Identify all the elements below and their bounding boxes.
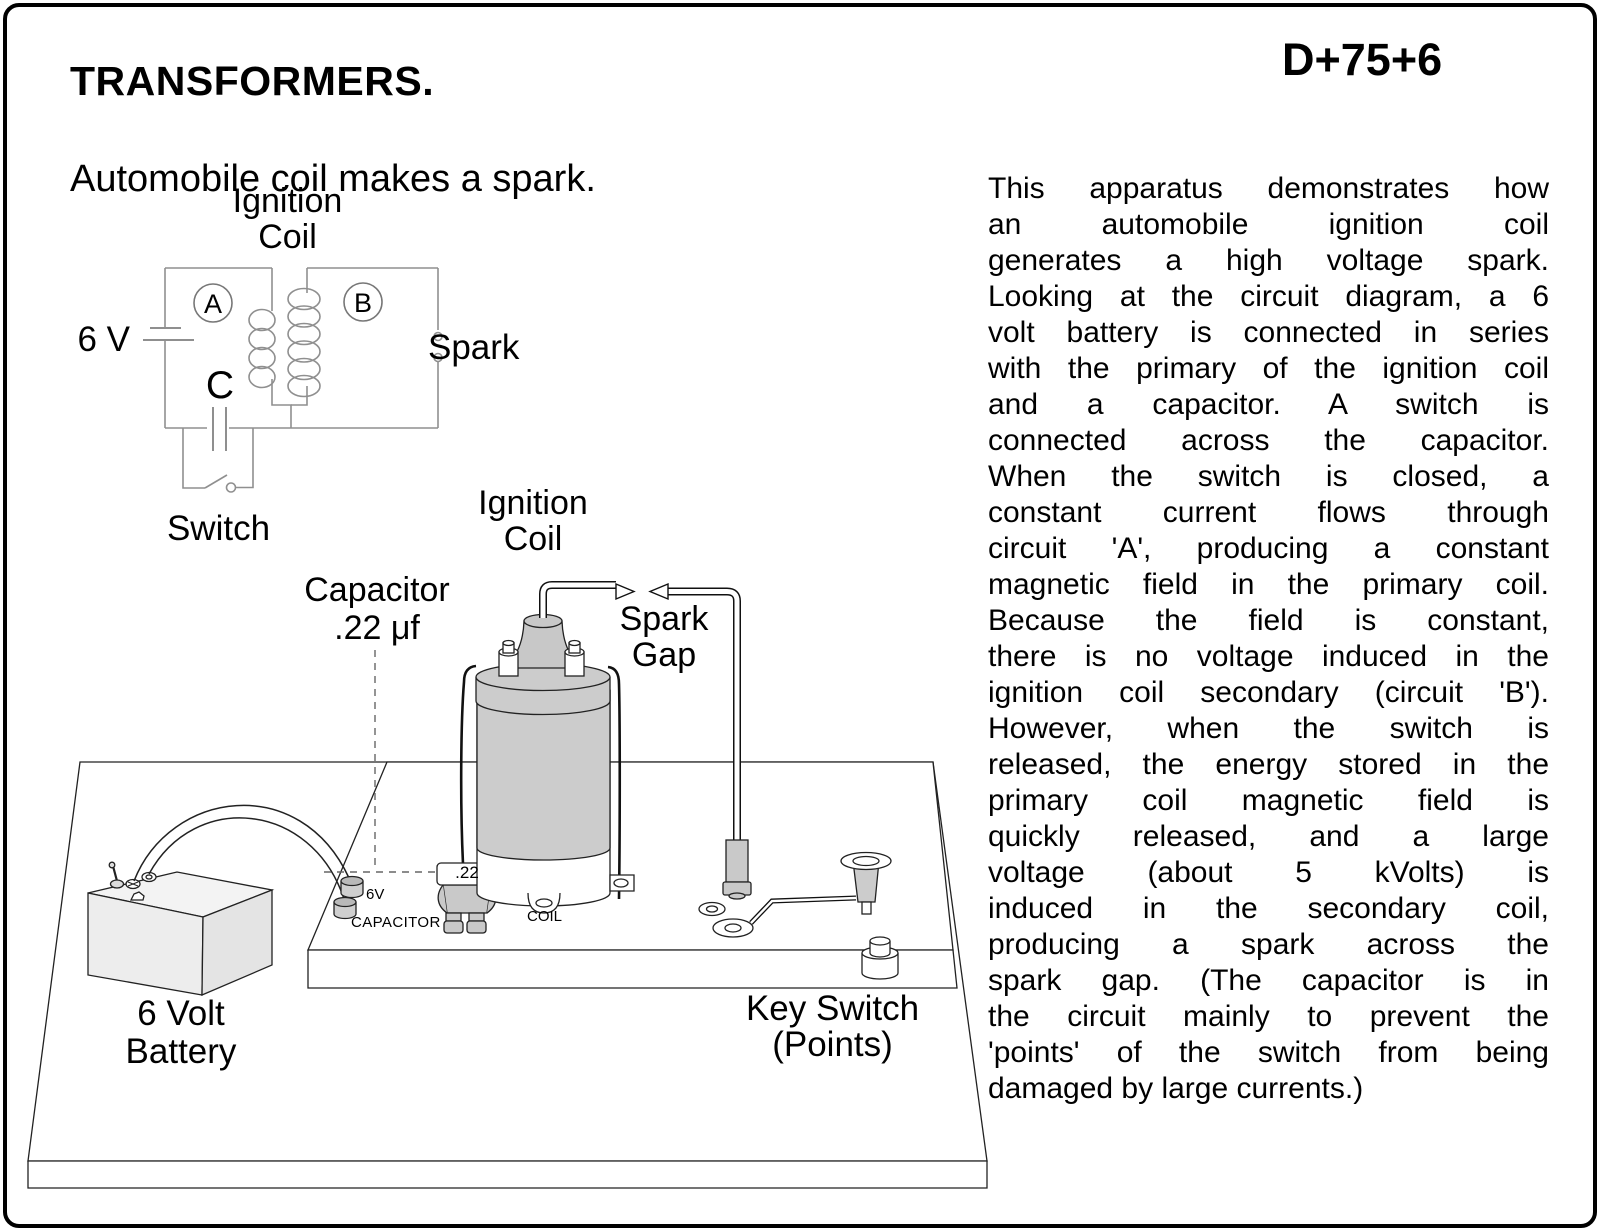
key-switch-label-line1: Key Switch — [745, 989, 920, 1028]
spark-gap-contact-bottom — [433, 352, 443, 363]
spark-gap-assembly — [539, 581, 752, 900]
description-line: This apparatus demonstrates how — [988, 172, 1549, 205]
spark-gap-label-line2: Gap — [631, 636, 697, 674]
page-subtitle: Automobile coil makes a spark. — [70, 158, 596, 200]
description-line: an automobile ignition coil — [988, 208, 1549, 241]
apparatus-coil-label-line2: Coil — [503, 520, 563, 558]
circuit-coil-label-line1: Ignition — [232, 182, 343, 220]
apparatus-coil-label-line1: Ignition — [478, 484, 588, 522]
circuit-node-b: B — [353, 288, 372, 318]
battery-label-line2: Battery — [125, 1032, 237, 1071]
key-switch-label-line2: (Points) — [772, 1025, 893, 1064]
spark-gap-contact-top — [433, 331, 443, 342]
spark-gap-label-line1: Spark — [619, 600, 709, 638]
description-line: volt battery is connected in series — [988, 316, 1549, 349]
battery-label-line1: 6 Volt — [137, 994, 225, 1033]
description-line: However, when the switch is — [988, 712, 1549, 745]
contact-post — [861, 953, 899, 980]
description-line: When the switch is closed, a — [988, 460, 1549, 493]
description-line: quickly released, and a large — [988, 820, 1549, 853]
description-line: primary coil magnetic field is — [988, 784, 1549, 817]
apparatus-capacitor-label-line2: .22 μf — [334, 609, 420, 647]
description-line: circuit 'A', producing a constant — [988, 532, 1549, 565]
page-title: TRANSFORMERS. — [70, 58, 435, 104]
electrode-holder — [725, 839, 749, 883]
capacitor-small-label: CAPACITOR — [351, 914, 441, 931]
description-line: connected across the capacitor. — [988, 424, 1549, 457]
coil-leads — [459, 664, 622, 900]
terminal-small-label: 6V — [366, 886, 385, 903]
apparatus-key-switch-label: Key Switch (Points) — [710, 991, 955, 1063]
spark-electrode-right — [648, 582, 669, 601]
key-switch-3d — [698, 851, 899, 980]
description-line: released, the energy stored in the — [988, 748, 1549, 781]
capacitor-leader-dashes — [324, 650, 437, 873]
apparatus-spark-gap-label: Spark Gap — [594, 601, 734, 673]
description-line: spark gap. (The capacitor is in — [988, 964, 1549, 997]
circuit-capacitor-label: C — [205, 364, 235, 407]
apparatus-drawing — [27, 581, 988, 1189]
apparatus-capacitor-label: Capacitor .22 μf — [288, 571, 466, 647]
description-line: voltage (about 5 kVolts) is — [988, 856, 1549, 889]
apparatus-ignition-coil-label: Ignition Coil — [450, 485, 616, 557]
terminal-posts — [333, 875, 364, 920]
description-line: induced in the secondary coil, — [988, 892, 1549, 925]
description-line: and a capacitor. A switch is — [988, 388, 1549, 421]
circuit-switch-label: Switch — [166, 509, 271, 548]
battery-wires — [133, 804, 350, 900]
circuit-ignition-coil-label: Ignition Coil — [205, 183, 370, 255]
apparatus-battery-label: 6 Volt Battery — [98, 995, 264, 1071]
apparatus-capacitor-label-line1: Capacitor — [304, 571, 450, 609]
circuit-coil-label-line2: Coil — [258, 218, 317, 256]
catalog-number: D+75+6 — [1282, 34, 1443, 85]
description-line: Looking at the circuit diagram, a 6 — [988, 280, 1549, 313]
description-line: magnetic field in the primary coil. — [988, 568, 1549, 601]
description-line: generates a high voltage spark. — [988, 244, 1549, 277]
spark-electrode-left — [615, 582, 636, 601]
description-line: there is no voltage induced in the — [988, 640, 1549, 673]
description-line: 'points' of the switch from being — [988, 1036, 1549, 1069]
circuit-battery-label: 6 V — [77, 320, 130, 359]
description-line: with the primary of the ignition coil — [988, 352, 1549, 385]
coil-small-label: COIL — [527, 908, 563, 925]
battery-3d — [87, 861, 275, 996]
description-line: ignition coil secondary (circuit 'B'). — [988, 676, 1549, 709]
circuit-schematic — [143, 267, 443, 493]
description-line: constant current flows through — [988, 496, 1549, 529]
description-line: the circuit mainly to prevent the — [988, 1000, 1549, 1033]
circuit-node-a: A — [203, 289, 222, 319]
ignition-coil-3d — [475, 613, 635, 914]
description-line: Because the field is constant, — [988, 604, 1549, 637]
circuit-spark-label: Spark — [428, 328, 520, 367]
description-line: damaged by large currents.) — [988, 1072, 1364, 1105]
description-line: producing a spark across the — [988, 928, 1549, 961]
capacitor-value-label: .22 — [455, 863, 479, 882]
